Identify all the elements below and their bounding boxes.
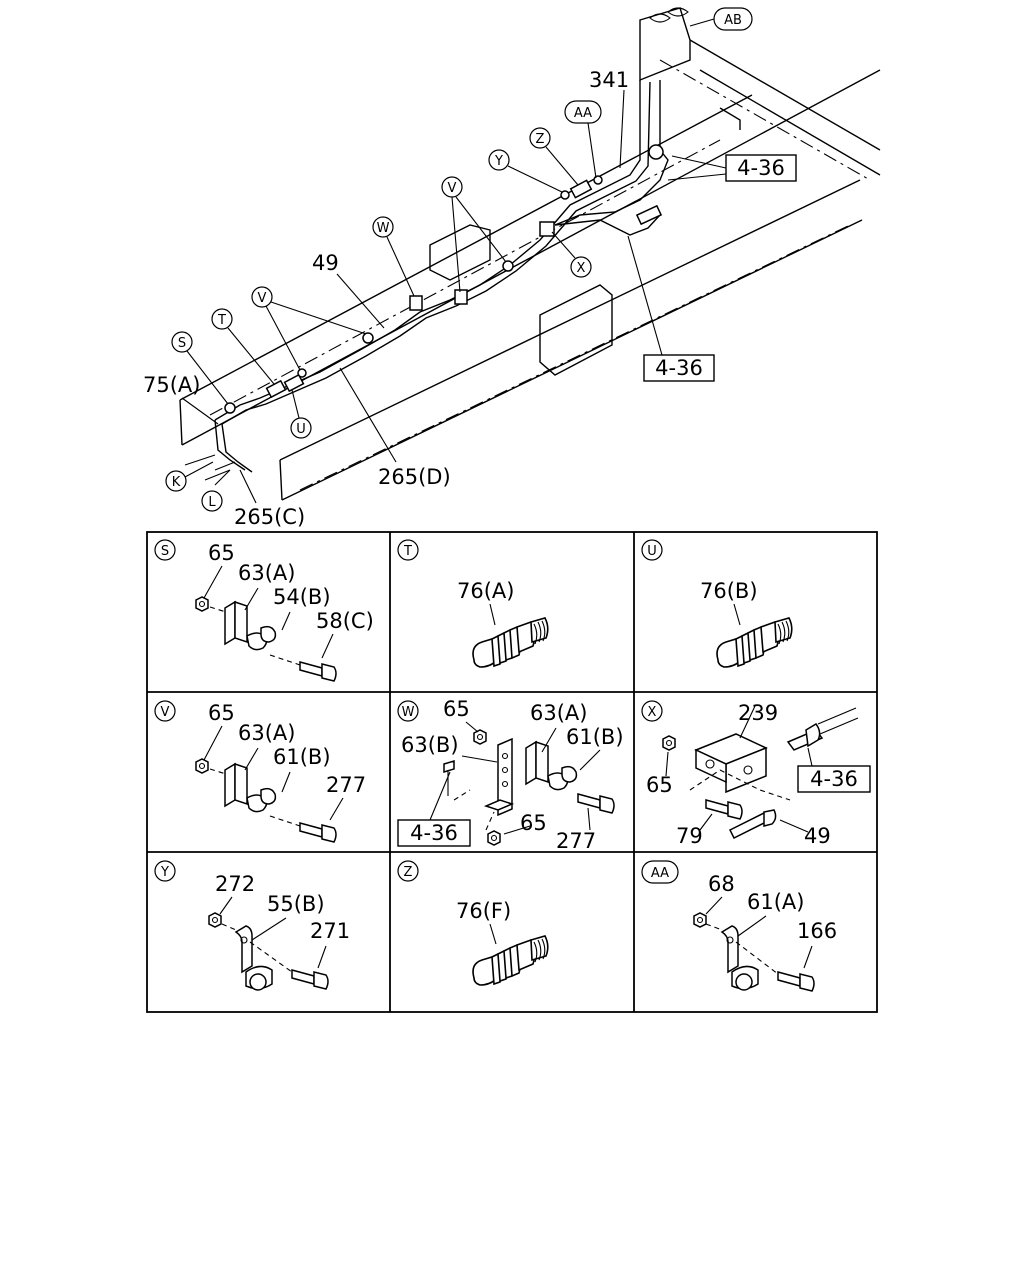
part-label-265c: 265(C): [234, 505, 305, 529]
detail-x: X 239 65 79 49 4-36: [641, 700, 871, 848]
callout-w: W: [372, 216, 415, 297]
detail-y-part-272: 272: [215, 872, 255, 896]
detail-aa-part-61a: 61(A): [747, 890, 804, 914]
callout-x: X: [551, 231, 592, 278]
svg-text:K: K: [172, 475, 181, 490]
detail-w-ref-box[interactable]: [397, 819, 471, 847]
pipe-clips: [224, 144, 664, 414]
callout-l: L: [201, 490, 223, 512]
part-label-341: 341: [589, 68, 629, 92]
svg-text:4-36: 4-36: [737, 156, 785, 180]
callout-s: S: [171, 331, 229, 405]
detail-z: Z 76(F): [397, 860, 549, 986]
callout-v-upper: V: [441, 176, 507, 293]
detail-s-letter: S: [161, 544, 169, 559]
ref-box-mid[interactable]: 4-36: [627, 235, 715, 382]
svg-text:Y: Y: [494, 154, 503, 169]
svg-text:AB: AB: [724, 13, 742, 28]
detail-u-part-76b: 76(B): [700, 579, 758, 603]
svg-text:AA: AA: [574, 106, 592, 121]
callout-ab: AB: [689, 7, 753, 31]
detail-s: S 65 63(A) 54(B) 58(C): [154, 539, 374, 682]
callout-v-lower: V: [251, 286, 367, 371]
detail-t-letter: T: [403, 544, 412, 559]
detail-u-letter: U: [647, 544, 657, 559]
detail-s-part-63a: 63(A): [238, 561, 295, 585]
callout-aa: AA: [564, 100, 602, 179]
detail-grid: [146, 531, 878, 1013]
detail-x-ref[interactable]: 4-36: [810, 767, 858, 791]
detail-t: T 76(A): [397, 539, 549, 668]
brake-pipes: [184, 80, 669, 486]
svg-text:X: X: [577, 261, 586, 276]
detail-aa-part-166: 166: [797, 919, 837, 943]
detail-t-part-76a: 76(A): [457, 579, 514, 603]
detail-y-letter: Y: [160, 865, 169, 880]
detail-v-letter: V: [161, 705, 170, 720]
detail-x-part-239: 239: [738, 701, 778, 725]
svg-text:W: W: [377, 221, 390, 236]
frame-rails: [179, 7, 881, 501]
detail-x-letter: X: [648, 705, 657, 720]
svg-text:4-36: 4-36: [655, 356, 703, 380]
part-label-75a: 75(A): [143, 373, 200, 397]
detail-w-part-65-top: 65: [443, 697, 470, 721]
detail-x-part-49: 49: [804, 824, 831, 848]
detail-s-part-54b: 54(B): [273, 585, 331, 609]
detail-y: Y 272 55(B) 271: [154, 860, 350, 991]
callout-u: U: [290, 389, 312, 439]
detail-x-part-65: 65: [646, 773, 673, 797]
detail-x-ref-box[interactable]: [797, 765, 871, 793]
detail-w-part-65-bottom: 65: [520, 811, 547, 835]
detail-v: V 65 63(A) 61(B) 277: [154, 700, 366, 843]
svg-text:S: S: [178, 336, 186, 351]
part-label-265d: 265(D): [378, 465, 451, 489]
svg-text:V: V: [448, 181, 457, 196]
detail-w-part-63a: 63(A): [530, 701, 587, 725]
callout-z: Z: [529, 127, 579, 186]
part-label-49: 49: [312, 251, 339, 275]
ref-box-top[interactable]: 4-36: [667, 154, 797, 182]
detail-s-part-58c: 58(C): [316, 609, 374, 633]
detail-w-letter: W: [402, 705, 415, 720]
detail-y-part-271: 271: [310, 919, 350, 943]
svg-text:U: U: [296, 422, 306, 437]
detail-w-part-63b: 63(B): [401, 733, 459, 757]
callout-k: K: [165, 461, 214, 492]
detail-y-part-55b: 55(B): [267, 892, 325, 916]
detail-v-part-277: 277: [326, 773, 366, 797]
detail-s-part-65: 65: [208, 541, 235, 565]
detail-v-part-65: 65: [208, 701, 235, 725]
detail-aa: AA 68 61(A) 166: [641, 860, 837, 992]
detail-v-part-63a: 63(A): [238, 721, 295, 745]
detail-v-part-61b: 61(B): [273, 745, 331, 769]
detail-w-part-61b: 61(B): [566, 725, 624, 749]
detail-z-letter: Z: [404, 865, 413, 880]
svg-text:Z: Z: [536, 132, 545, 147]
callout-y: Y: [488, 149, 563, 193]
detail-w-ref[interactable]: 4-36: [410, 821, 458, 845]
detail-aa-part-68: 68: [708, 872, 735, 896]
detail-x-part-79: 79: [676, 824, 703, 848]
callout-t: T: [211, 308, 275, 385]
svg-text:V: V: [258, 291, 267, 306]
detail-aa-letter: AA: [651, 866, 669, 881]
svg-text:T: T: [217, 313, 226, 328]
detail-z-part-76f: 76(F): [456, 899, 511, 923]
svg-text:L: L: [208, 495, 216, 510]
detail-w: W 65 63(A) 63(B) 61(B) 65 277 4-36: [397, 697, 624, 853]
main-view: AB AA Z Y V W X: [143, 7, 881, 529]
detail-w-part-277: 277: [556, 829, 596, 853]
detail-u: U 76(B): [641, 539, 793, 668]
